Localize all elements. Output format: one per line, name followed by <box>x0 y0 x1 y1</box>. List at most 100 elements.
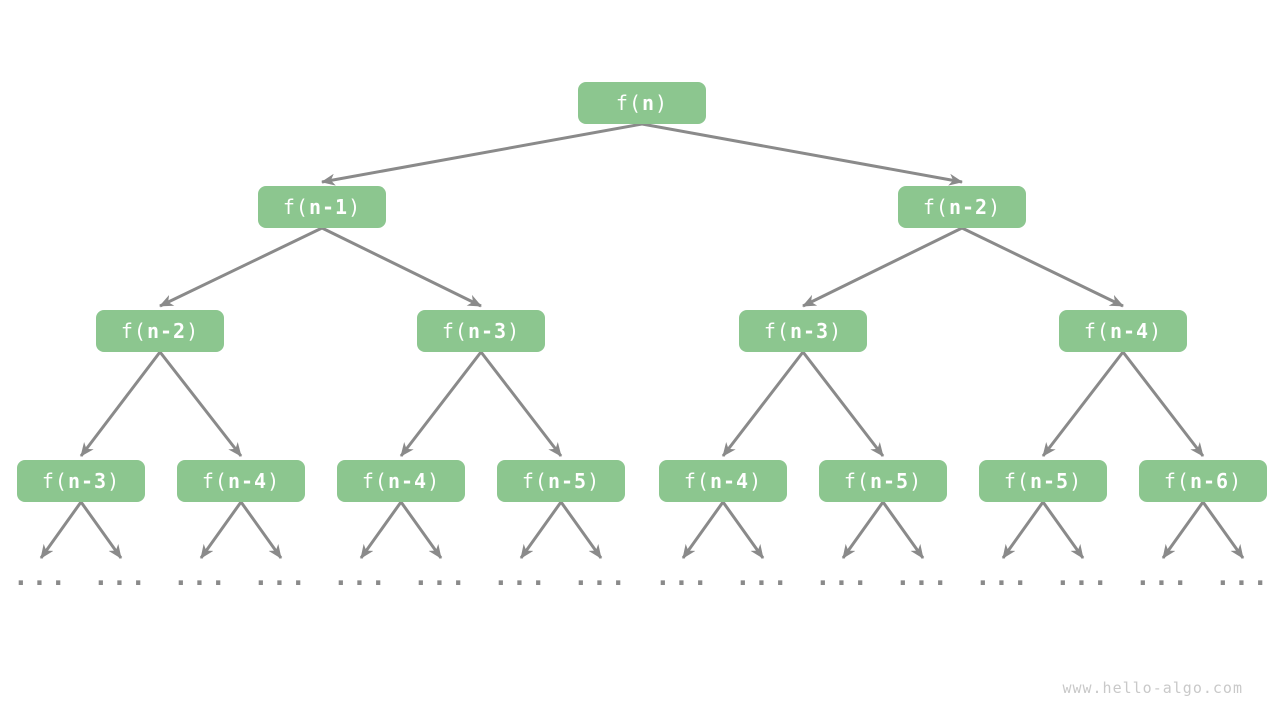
node-label-prefix: f( <box>1083 319 1110 343</box>
edge-arrow <box>239 501 283 559</box>
edge-arrow <box>479 351 563 457</box>
watermark-text: www.hello-algo.com <box>1062 679 1243 697</box>
node-label-prefix: f( <box>361 469 388 493</box>
node-label-suffix: ) <box>587 469 601 493</box>
tree-node: f(n-6) <box>1139 460 1267 502</box>
leaf-ellipsis: ... <box>173 562 229 592</box>
tree-edges <box>39 122 1245 559</box>
edge-arrow <box>1001 501 1045 559</box>
edge-arrow <box>721 501 765 559</box>
tree-node: f(n-4) <box>177 460 305 502</box>
tree-node: f(n-4) <box>337 460 465 502</box>
edge-arrow <box>199 501 243 559</box>
tree-node: f(n-4) <box>1059 310 1187 352</box>
edge-arrow <box>79 501 123 559</box>
node-label-arg: n-6 <box>1189 469 1230 493</box>
node-label-suffix: ) <box>1069 469 1083 493</box>
leaf-ellipsis: ... <box>333 562 389 592</box>
node-label-prefix: f( <box>521 469 548 493</box>
node-label-arg: n-2 <box>948 195 989 219</box>
node-label-suffix: ) <box>749 469 763 493</box>
node-label-prefix: f( <box>683 469 710 493</box>
tree-node: f(n-5) <box>497 460 625 502</box>
edge-arrow <box>321 122 643 186</box>
edge-arrow <box>1161 501 1205 559</box>
tree-node: f(n-3) <box>739 310 867 352</box>
edge-arrow <box>519 501 563 559</box>
leaf-ellipsis: ... <box>573 562 629 592</box>
node-label-prefix: f( <box>1163 469 1190 493</box>
edge-arrow <box>802 226 963 308</box>
node-label-suffix: ) <box>909 469 923 493</box>
node-label-arg: n-4 <box>709 469 750 493</box>
node-label-suffix: ) <box>267 469 281 493</box>
node-label-prefix: f( <box>1003 469 1030 493</box>
edge-arrow <box>321 226 482 308</box>
node-label-arg: n-5 <box>1029 469 1070 493</box>
node-label-arg: n-2 <box>146 319 187 343</box>
edge-arrow <box>359 501 403 559</box>
leaf-ellipsis: ... <box>253 562 309 592</box>
edge-arrow <box>1041 501 1085 559</box>
node-label-prefix: f( <box>201 469 228 493</box>
node-label-prefix: f( <box>843 469 870 493</box>
node-label-arg: n <box>642 91 656 115</box>
node-label-prefix: f( <box>441 319 468 343</box>
edge-arrow <box>39 501 83 559</box>
tree-node: f(n-4) <box>659 460 787 502</box>
node-label-suffix: ) <box>655 91 669 115</box>
edge-arrow <box>641 122 963 186</box>
node-label-suffix: ) <box>107 469 121 493</box>
leaf-ellipsis: ... <box>93 562 149 592</box>
edge-arrow <box>399 351 483 457</box>
tree-node: f(n-5) <box>819 460 947 502</box>
tree-node: f(n-5) <box>979 460 1107 502</box>
node-label-prefix: f( <box>763 319 790 343</box>
tree-node: f(n-2) <box>96 310 224 352</box>
edge-arrow <box>681 501 725 559</box>
edge-arrow <box>79 351 162 457</box>
edge-arrow <box>961 226 1124 308</box>
leaf-ellipsis: ... <box>815 562 871 592</box>
node-label-arg: n-4 <box>1109 319 1150 343</box>
node-label-suffix: ) <box>988 195 1002 219</box>
node-label-suffix: ) <box>1149 319 1163 343</box>
edge-arrow <box>881 501 925 559</box>
node-label-arg: n-3 <box>67 469 108 493</box>
node-label-suffix: ) <box>1229 469 1243 493</box>
edge-arrow <box>399 501 443 559</box>
tree-node: f(n-1) <box>258 186 386 228</box>
tree-node: f(n-3) <box>17 460 145 502</box>
node-label-prefix: f( <box>922 195 949 219</box>
node-label-arg: n-3 <box>789 319 830 343</box>
node-label-arg: n-4 <box>387 469 428 493</box>
edge-arrow <box>841 501 885 559</box>
edge-arrow <box>1041 351 1125 457</box>
tree-node: f(n) <box>578 82 706 124</box>
leaf-ellipsis: ... <box>735 562 791 592</box>
leaf-ellipsis: ... <box>13 562 69 592</box>
node-label-prefix: f( <box>615 91 642 115</box>
edge-arrow <box>158 351 243 457</box>
node-label-arg: n-3 <box>467 319 508 343</box>
node-label-arg: n-5 <box>869 469 910 493</box>
node-label-prefix: f( <box>120 319 147 343</box>
tree-node: f(n-2) <box>898 186 1026 228</box>
leaf-ellipsis: ... <box>1135 562 1191 592</box>
leaf-ellipsis: ... <box>1215 562 1271 592</box>
edge-arrow <box>1121 351 1205 457</box>
node-label-suffix: ) <box>186 319 200 343</box>
leaf-ellipsis: ... <box>655 562 711 592</box>
node-label-arg: n-4 <box>227 469 268 493</box>
edge-arrow <box>559 501 603 559</box>
node-label-suffix: ) <box>507 319 521 343</box>
tree-node: f(n-3) <box>417 310 545 352</box>
leaf-ellipsis: ... <box>1055 562 1111 592</box>
edge-arrow <box>721 351 805 457</box>
node-label-prefix: f( <box>282 195 309 219</box>
edge-arrow <box>159 226 323 308</box>
node-label-suffix: ) <box>829 319 843 343</box>
node-label-suffix: ) <box>348 195 362 219</box>
